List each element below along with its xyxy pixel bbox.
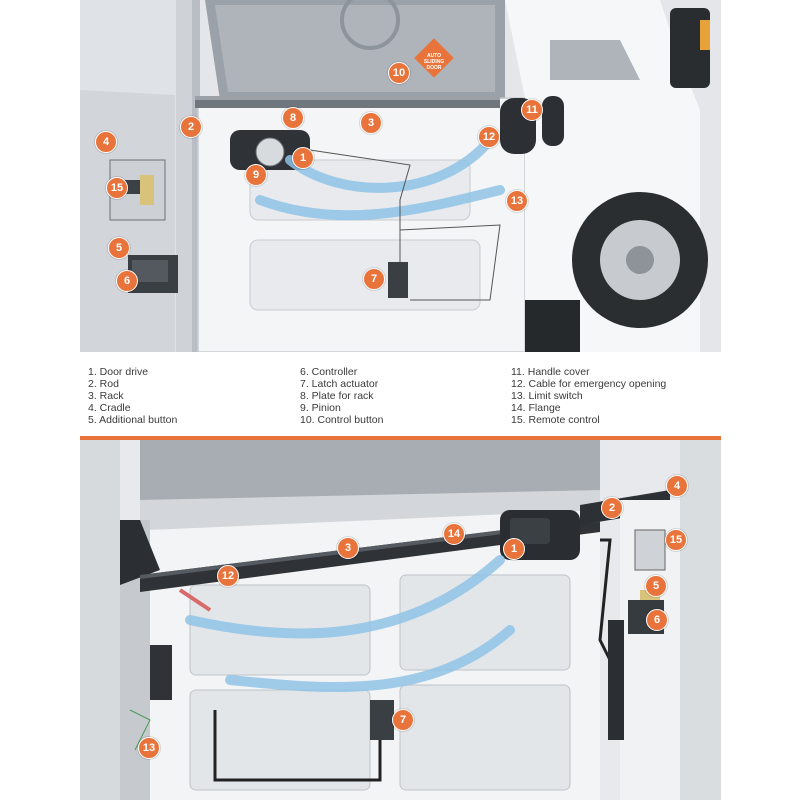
legend-item: 2. Rod <box>88 378 119 390</box>
callout-10: 10 <box>388 62 410 84</box>
callout-14: 14 <box>443 523 465 545</box>
callout-15: 15 <box>665 529 687 551</box>
legend-item: 11. Handle cover <box>511 366 590 378</box>
callout-7: 7 <box>392 709 414 731</box>
legend-item: 8. Plate for rack <box>300 390 374 402</box>
callout-6: 6 <box>116 270 138 292</box>
auto-door-sign-text: AUTO SLIDING DOOR <box>423 53 445 71</box>
callout-2: 2 <box>601 497 623 519</box>
callout-5: 5 <box>645 575 667 597</box>
legend-column-3: 11. Handle cover 12. Cable for emergency… <box>511 366 666 426</box>
callout-3: 3 <box>360 112 382 134</box>
callout-1: 1 <box>292 147 314 169</box>
callout-11: 11 <box>521 99 543 121</box>
legend-item: 9. Pinion <box>300 402 341 414</box>
bottom-illustration: 4 2 14 15 3 1 12 5 6 7 13 <box>80 440 721 800</box>
legend-item: 12. Cable for emergency opening <box>511 378 667 390</box>
legend-item: 3. Rack <box>88 390 124 402</box>
callout-9: 9 <box>245 164 267 186</box>
callout-6: 6 <box>646 609 668 631</box>
callout-7: 7 <box>363 268 385 290</box>
legend-item: 7. Latch actuator <box>300 378 379 390</box>
parts-legend: 1. Door drive 2. Rod 3. Rack 4. Cradle 5… <box>88 366 728 428</box>
legend-item: 13. Limit switch <box>511 390 583 402</box>
callout-15: 15 <box>106 177 128 199</box>
callout-8: 8 <box>282 107 304 129</box>
legend-item: 6. Controller <box>300 366 358 378</box>
callout-2: 2 <box>180 116 202 138</box>
legend-column-2: 6. Controller 7. Latch actuator 8. Plate… <box>300 366 383 426</box>
legend-item: 15. Remote control <box>511 414 600 426</box>
legend-item: 14. Flange <box>511 402 561 414</box>
callout-4: 4 <box>95 131 117 153</box>
legend-item: 5. Additional button <box>88 414 178 426</box>
callout-13: 13 <box>506 190 528 212</box>
callout-4: 4 <box>666 475 688 497</box>
legend-item: 4. Cradle <box>88 402 131 414</box>
callout-1: 1 <box>503 538 525 560</box>
top-illustration: AUTO SLIDING DOOR 10 11 8 3 2 12 4 1 9 1… <box>80 0 721 352</box>
door-interior-drawing <box>80 440 721 800</box>
orange-divider <box>80 436 721 440</box>
callout-13: 13 <box>138 737 160 759</box>
callout-12: 12 <box>217 565 239 587</box>
legend-column-1: 1. Door drive 2. Rod 3. Rack 4. Cradle 5… <box>88 366 177 426</box>
van-exterior-drawing <box>80 0 721 352</box>
callout-3: 3 <box>337 537 359 559</box>
callout-12: 12 <box>478 126 500 148</box>
callout-5: 5 <box>108 237 130 259</box>
legend-item: 10. Control button <box>300 414 384 426</box>
legend-item: 1. Door drive <box>88 366 149 378</box>
